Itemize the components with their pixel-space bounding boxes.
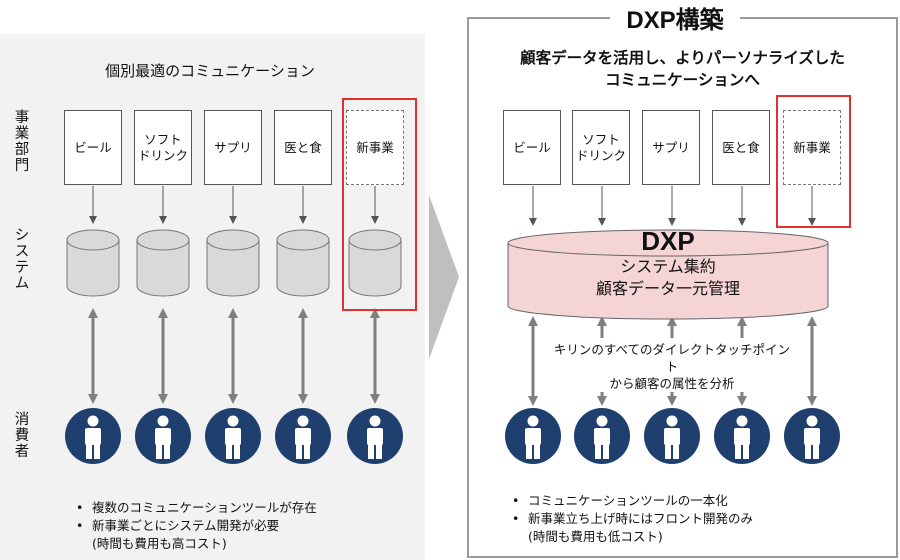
right-bullet-2: 新事業立ち上げ時にはフロント開発のみ — [508, 510, 888, 528]
person-icon — [644, 408, 700, 464]
dxp-label: DXP システム集約 顧客データ一元管理 — [503, 226, 833, 300]
right-heading-line1: 顧客データを活用し、よりパーソナライズした — [520, 49, 845, 67]
dxp-title: DXP — [641, 226, 695, 256]
database-icon — [276, 229, 330, 297]
right-dept-supplement: サプリ — [642, 110, 700, 185]
left-bullet-2: 新事業ごとにシステム開発が必要 — [72, 517, 412, 535]
right-bullet-1: コミュニケーションツールの一本化 — [508, 492, 888, 510]
right-dept-soft-drink: ソフト ドリンク — [572, 110, 630, 185]
row-label-systems: シ ス テ ム — [14, 228, 30, 292]
transition-arrow-icon — [429, 195, 459, 359]
dxp-line-1: システム集約 — [620, 257, 716, 276]
right-dept-medical-food: 医と食 — [712, 110, 770, 185]
touchpoint-note-line2: から顧客の属性を分析 — [609, 376, 735, 391]
left-dept-supplement: サプリ — [204, 110, 262, 185]
row-label-consumers: 消 費 者 — [14, 412, 30, 460]
person-icon — [347, 408, 403, 464]
dxp-line-2: 顧客データ一元管理 — [595, 279, 740, 298]
right-new-business-highlight — [776, 95, 851, 228]
person-icon — [205, 408, 261, 464]
dxp-database-icon — [507, 229, 829, 320]
left-new-business-highlight — [342, 98, 417, 311]
person-icon — [505, 408, 561, 464]
person-icon — [574, 408, 630, 464]
person-icon — [65, 408, 121, 464]
database-icon — [206, 229, 260, 297]
right-bullets: コミュニケーションツールの一本化 新事業立ち上げ時にはフロント開発のみ (時間も… — [508, 492, 888, 546]
person-icon — [135, 408, 191, 464]
left-bullet-sub: (時間も費用も高コスト) — [92, 536, 227, 551]
right-dept-beer: ビール — [503, 110, 561, 185]
person-icon — [784, 408, 840, 464]
left-dept-beer: ビール — [64, 110, 122, 185]
database-icon — [66, 229, 120, 297]
row-label-departments: 事 業 部 門 — [14, 110, 30, 174]
left-dept-medical-food: 医と食 — [274, 110, 332, 185]
left-heading: 個別最適のコミュニケーション — [105, 62, 315, 80]
right-bullet-sub: (時間も費用も低コスト) — [528, 529, 663, 544]
right-heading-line2: コミュニケーションへ — [605, 71, 760, 89]
left-dept-soft-drink: ソフト ドリンク — [134, 110, 192, 185]
right-graphics — [505, 186, 840, 464]
left-dept-new-business: 新事業 — [346, 110, 404, 185]
right-dept-new-business: 新事業 — [783, 110, 841, 185]
touchpoint-note-line1: キリンのすべてのダイレクトタッチポイント — [553, 342, 791, 374]
left-graphics — [65, 186, 403, 464]
left-bullets: 複数のコミュニケーションツールが存在 新事業ごとにシステム開発が必要 (時間も費… — [72, 499, 412, 553]
person-icon — [275, 408, 331, 464]
person-icon — [714, 408, 770, 464]
database-icon — [136, 229, 190, 297]
left-bullet-1: 複数のコミュニケーションツールが存在 — [72, 499, 412, 517]
right-panel-title: DXP構築 — [610, 4, 740, 38]
touchpoint-note: キリンのすべてのダイレクトタッチポイント から顧客の属性を分析 — [548, 341, 796, 392]
database-icon — [348, 229, 402, 297]
